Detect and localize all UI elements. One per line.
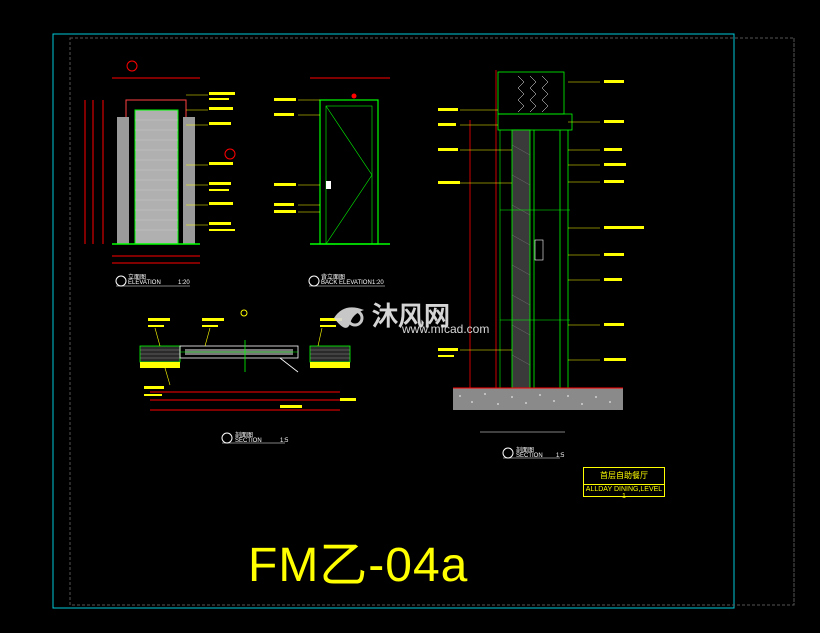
front-elevation: [84, 60, 236, 287]
watermark-text: 沐风网: [372, 301, 451, 331]
vertical-section-caption-cn: 剖面图: [516, 448, 535, 454]
watermark-logo: [334, 307, 364, 328]
plan-section-scale: 1:5: [280, 438, 289, 444]
plan-section: [139, 309, 356, 444]
plan-section-caption-cn: 剖面图: [235, 433, 254, 439]
title-block-en: ALLDAY DINING,LEVEL 1: [584, 484, 664, 500]
drawing-code-title: FM乙-04a: [248, 539, 469, 592]
title-block: 首层自助餐厅 ALLDAY DINING,LEVEL 1: [583, 467, 665, 500]
watermark-url: www.mfcad.com: [402, 322, 490, 336]
vertical-section-caption-en: SECTION: [516, 453, 543, 459]
front-elevation-caption-en: ELEVATION: [128, 280, 161, 286]
back-elevation-scale: 1:20: [372, 280, 384, 286]
back-elevation-caption-cn: 背立面图: [321, 275, 346, 281]
title-block-cn: 首层自助餐厅: [600, 471, 648, 480]
front-elevation-caption-cn: 立面图: [128, 275, 147, 281]
back-elevation: [274, 77, 390, 287]
front-elevation-scale: 1:20: [178, 280, 190, 286]
sheet-outer-frame: [52, 33, 735, 609]
vertical-section: [438, 70, 644, 459]
vertical-section-scale: 1:5: [556, 453, 565, 459]
back-elevation-caption-en: BACK ELEVATION: [321, 280, 372, 286]
plan-section-caption-en: SECTION: [235, 438, 262, 444]
sheet-inner-frame: [69, 37, 795, 606]
